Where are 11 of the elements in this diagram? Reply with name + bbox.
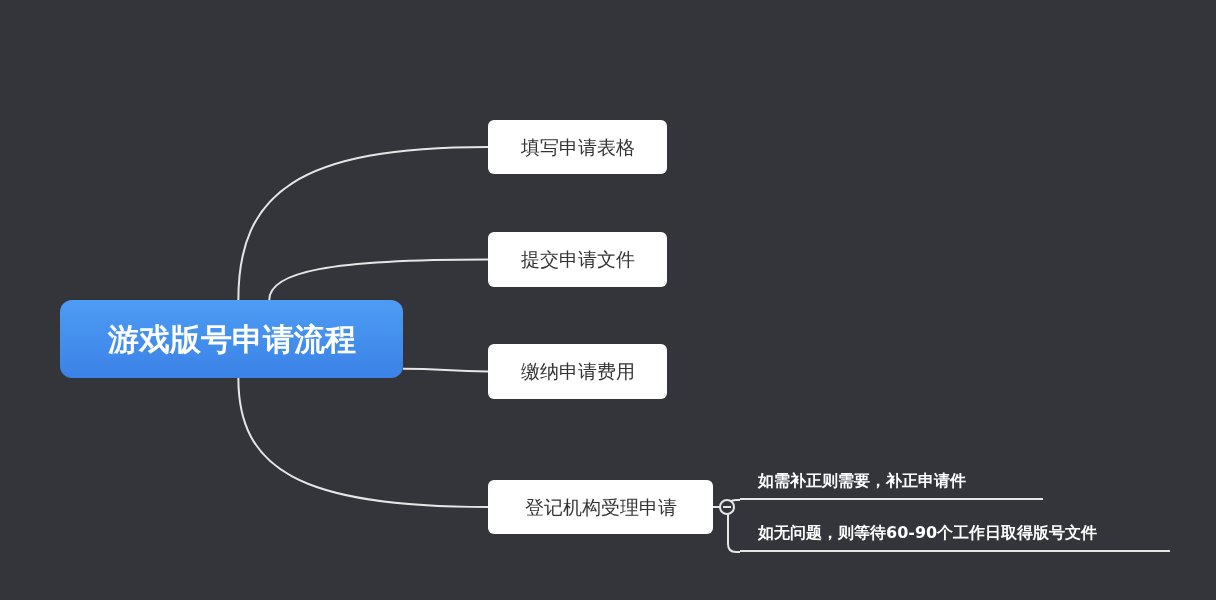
topic-box: 填写申请表格 [488,120,667,174]
topic-box: 提交申请文件 [488,232,667,287]
connector-line [402,367,489,373]
connector-line [237,146,489,301]
topic-box: 登记机构受理申请 [488,480,713,534]
topic-box: 缴纳申请费用 [488,344,667,399]
connector-line [268,258,489,301]
connector-line [237,377,489,508]
central-topic-box: 游戏版号申请流程 [60,300,403,378]
subtopic-text: 如无问题，则等待60-90个工作日取得版号文件 [740,516,1170,552]
subtopic-text: 如需补正则需要，补正申请件 [740,464,1043,500]
